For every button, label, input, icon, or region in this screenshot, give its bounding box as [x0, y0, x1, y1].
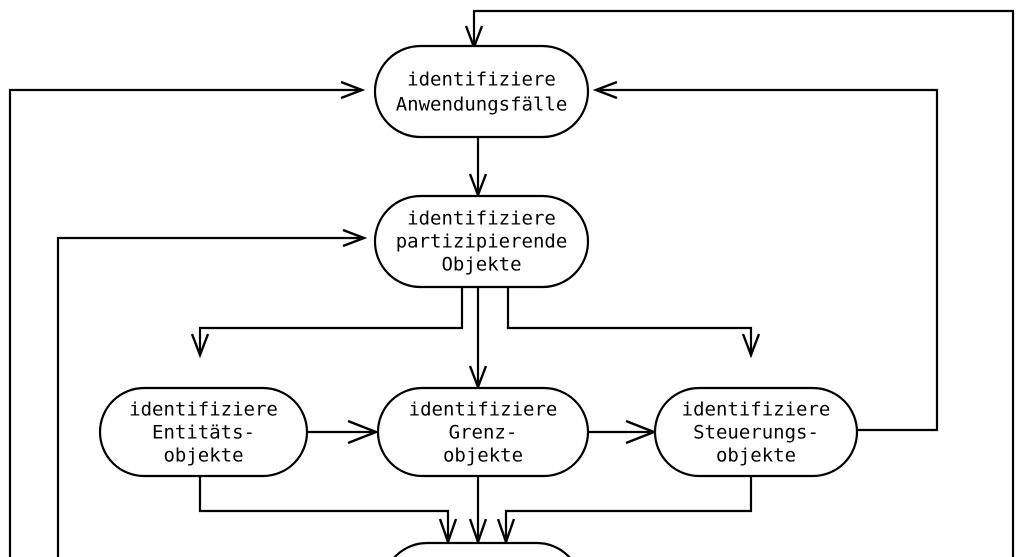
- node-partizipierende-objekte-line-2: partizipierende: [396, 231, 568, 253]
- node-grenzobjekte-line-1: identifiziere: [409, 399, 558, 421]
- edge-entitaets-to-bottom: [198, 476, 458, 546]
- node-partizipierende-objekte[interactable]: identifiziere partizipierende Objekte: [373, 194, 590, 289]
- node-anwendungsfaelle[interactable]: identifiziere Anwendungsfälle: [373, 44, 590, 139]
- node-steuerungsobjekte-line-3: objekte: [716, 445, 796, 467]
- edge-grenz-to-bottom: [468, 476, 488, 546]
- edge-partizipierende-to-steuerungs: [506, 287, 761, 359]
- node-entitaetsobjekte[interactable]: identifiziere Entitäts- objekte: [98, 386, 309, 478]
- node-steuerungsobjekte-line-2: Steuerungs-: [693, 422, 819, 444]
- node-partizipierende-objekte-line-1: identifiziere: [407, 208, 556, 230]
- node-anwendungsfaelle-line-1: identifiziere: [407, 69, 556, 91]
- node-anwendungsfaelle-line-2: Anwendungsfälle: [396, 94, 568, 116]
- edge-entitaets-to-grenz: [307, 419, 380, 445]
- node-entitaetsobjekte-line-2: Entitäts-: [152, 422, 255, 444]
- node-entitaetsobjekte-line-1: identifiziere: [129, 399, 278, 421]
- edge-partizipierende-to-grenz: [468, 287, 488, 391]
- node-steuerungsobjekte-line-1: identifiziere: [682, 399, 831, 421]
- edge-anwendungsfaelle-to-partizipierende: [468, 137, 488, 199]
- edge-partizipierende-to-entitaets: [190, 287, 464, 359]
- edge-steuerungs-to-bottom: [496, 476, 753, 546]
- node-grenzobjekte[interactable]: identifiziere Grenz- objekte: [376, 386, 590, 478]
- node-grenzobjekte-line-3: objekte: [443, 445, 523, 467]
- edge-offscreen-feedback-left-to-anwendungsfaelle: [8, 80, 366, 557]
- edge-steuerungs-feedback-to-anwendungsfaelle: [592, 80, 939, 432]
- node-bottom-cropped[interactable]: [383, 541, 581, 557]
- node-partizipierende-objekte-line-3: Objekte: [441, 254, 521, 276]
- node-grenzobjekte-line-2: Grenz-: [449, 422, 518, 444]
- edge-offscreen-feedback-left-to-partizipierende: [56, 228, 368, 557]
- edge-grenz-to-steuerungs: [588, 419, 658, 445]
- node-steuerungsobjekte[interactable]: identifiziere Steuerungs- objekte: [653, 386, 859, 478]
- node-entitaetsobjekte-line-3: objekte: [163, 445, 243, 467]
